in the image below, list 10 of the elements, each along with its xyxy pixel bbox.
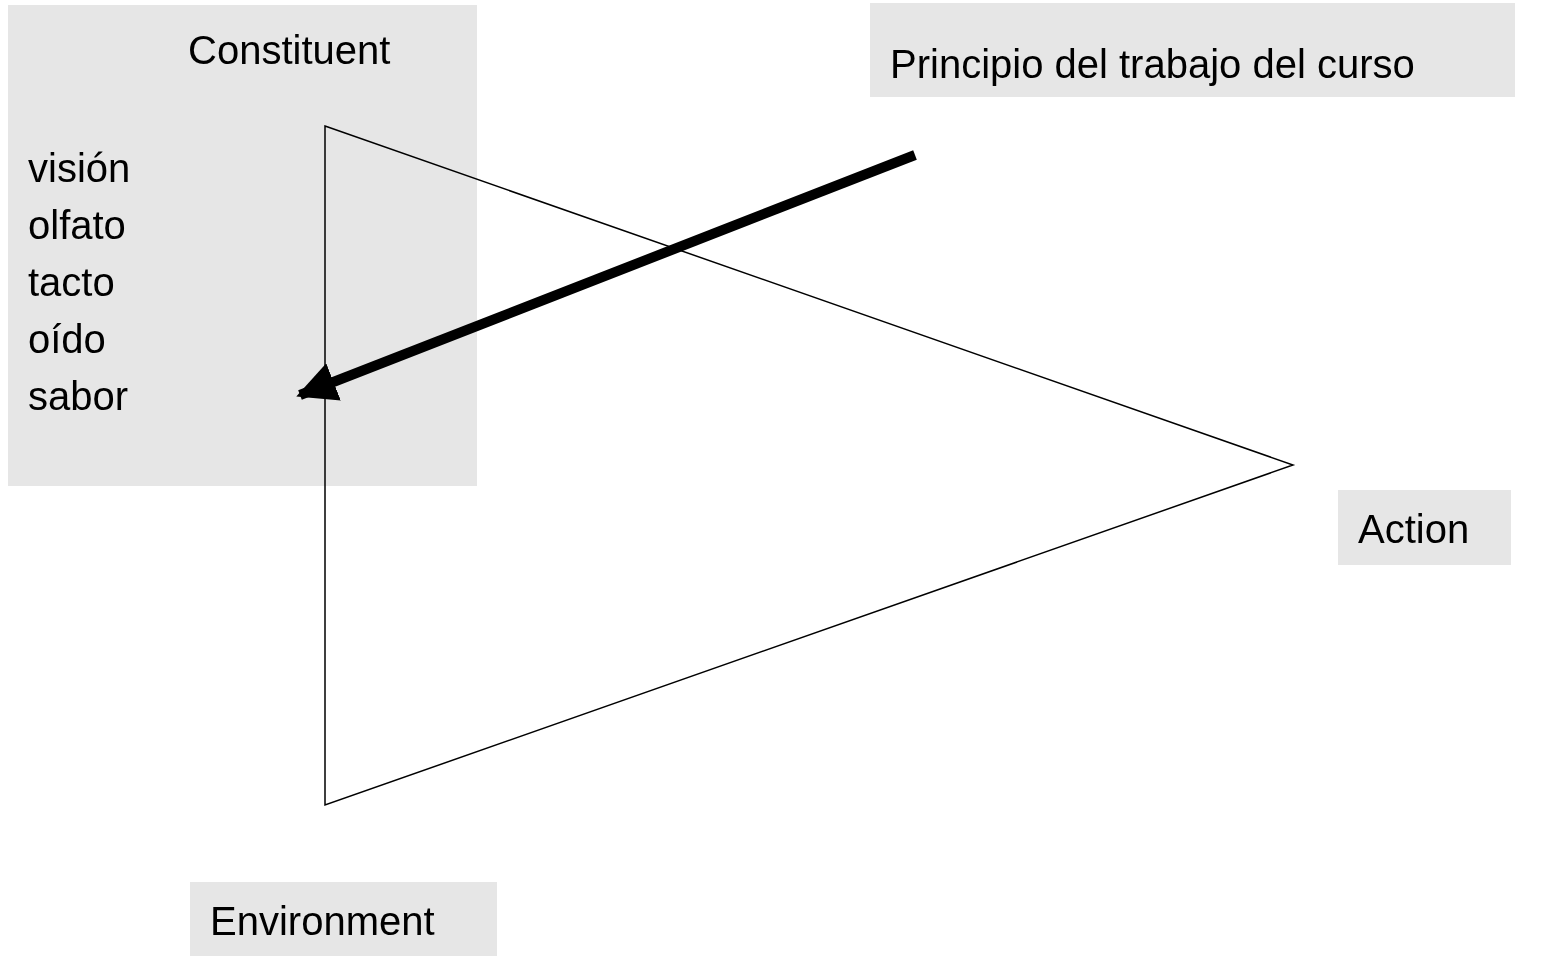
label-box (190, 882, 497, 956)
sense-panel (8, 5, 477, 486)
sense-list: visión olfato tacto oído sabor (28, 140, 178, 425)
box-label: Action (1358, 506, 1470, 552)
label-box (870, 3, 1515, 97)
box-label: Principio del trabajo del curso (890, 41, 1415, 87)
box-label: Environment (210, 898, 435, 944)
panel-heading: Constituent (188, 27, 391, 73)
arrow (296, 150, 917, 401)
label-box (1338, 490, 1511, 565)
